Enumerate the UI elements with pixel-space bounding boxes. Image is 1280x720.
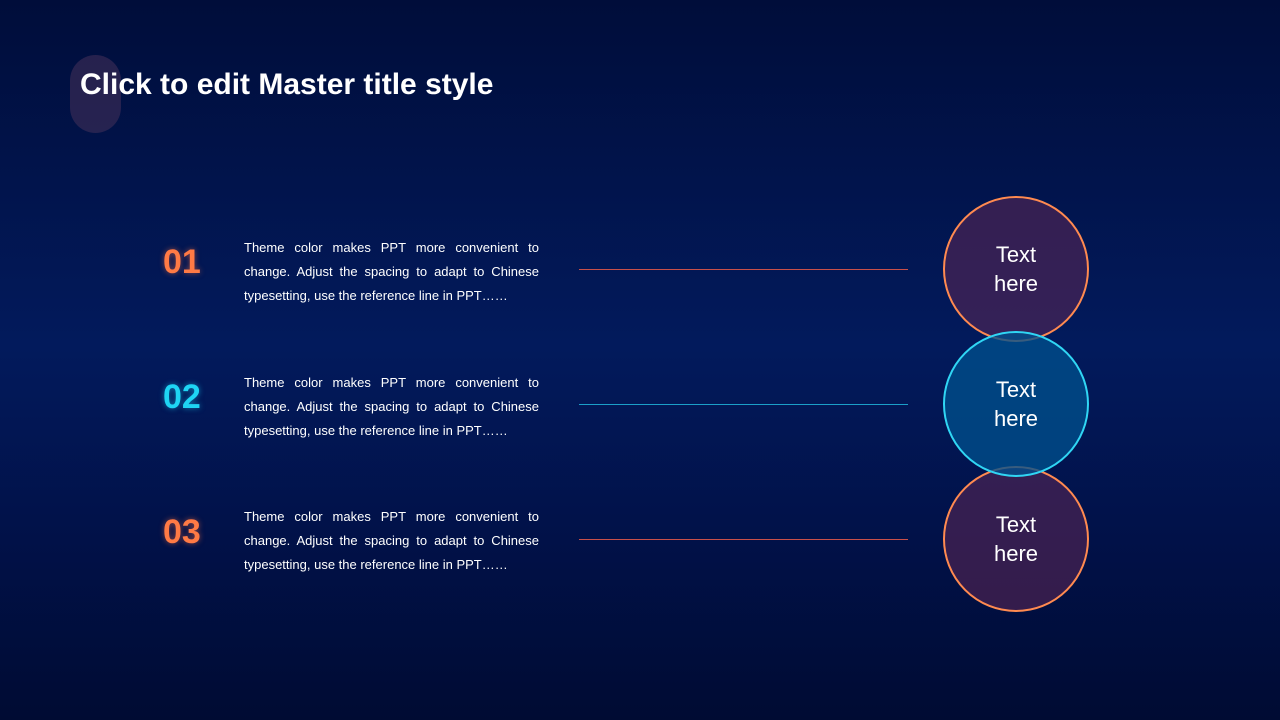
item-description-01[interactable]: Theme color makes PPT more convenient to… [244, 240, 539, 303]
item-number-03: 03 [163, 513, 201, 551]
item-description-02[interactable]: Theme color makes PPT more convenient to… [244, 375, 539, 438]
circle-02[interactable]: Text here [943, 331, 1089, 477]
circle-label-02: Text here [993, 377, 1039, 431]
item-number-02: 02 [163, 378, 201, 416]
circle-01[interactable]: Text here [943, 196, 1089, 342]
title-accent-pill [70, 55, 121, 133]
item-number-01: 01 [163, 243, 201, 281]
connector-line-01 [579, 269, 908, 270]
circle-label-03: Text here [993, 512, 1039, 566]
slide-title[interactable]: Click to edit Master title style [80, 68, 494, 101]
connector-line-02 [579, 404, 908, 405]
item-description-03[interactable]: Theme color makes PPT more convenient to… [244, 509, 539, 572]
connector-line-03 [579, 539, 908, 540]
circle-label-01: Text here [993, 242, 1039, 296]
circle-03[interactable]: Text here [943, 466, 1089, 612]
